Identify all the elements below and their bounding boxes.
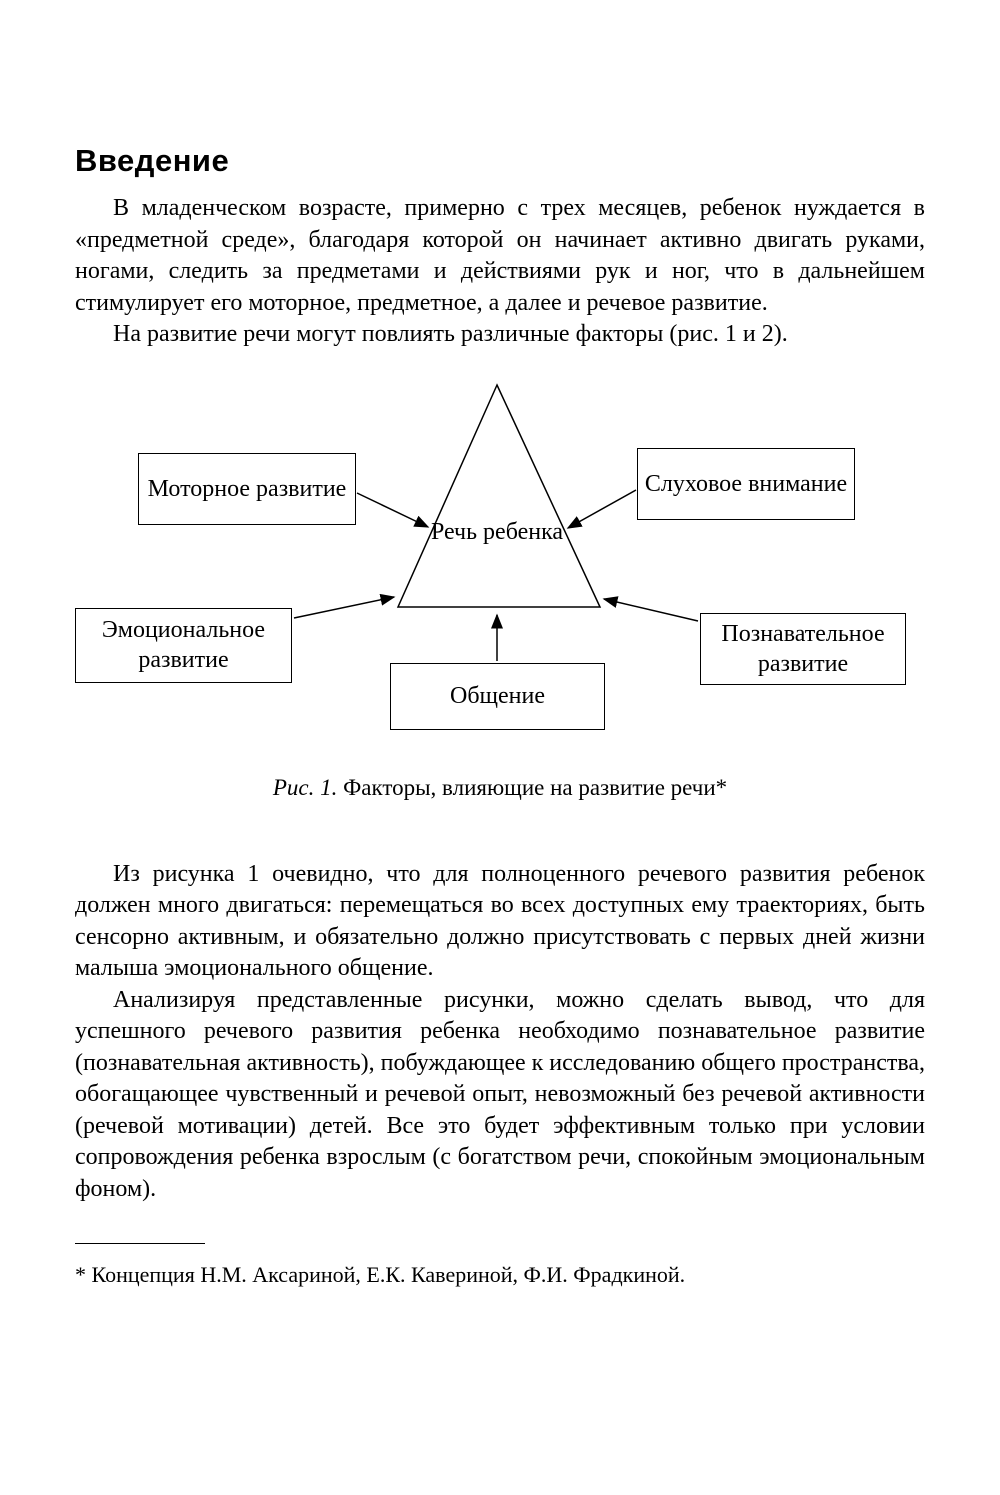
box-emotional-development: Эмоциональное развитие — [75, 607, 292, 683]
footnote-text: * Концепция Н.М. Аксариной, Е.К. Каверин… — [75, 1262, 686, 1287]
arrow-auditory-to-speech — [566, 488, 637, 529]
arrow-emotional-to-speech — [293, 593, 396, 619]
speech-triangle-shape — [396, 382, 602, 608]
paragraph-analysis-2: Анализируя представленные рисунки, можно… — [75, 986, 926, 1202]
paragraph-factors: На развитие речи могут повлиять различны… — [113, 321, 788, 347]
diagram-canvas — [293, 382, 699, 661]
paragraph-analysis-1: Из рисунка 1 очевидно, что для полноценн… — [75, 860, 925, 982]
bottom-text-block: Рис. 1. Факторы, влияющие на развитие ре… — [0, 773, 1000, 1291]
speech-triangle-label: Речь ребенка — [430, 518, 564, 545]
figure-1-diagram: Речь ребенка Моторное развитие Слуховое … — [0, 377, 1000, 733]
arrow-cognitive-to-speech — [602, 595, 699, 622]
page-title: Введение — [75, 143, 230, 178]
figure-caption-label: Рис. 1. — [272, 774, 338, 800]
box-auditory-attention: Слуховое внимание — [637, 447, 855, 520]
figure-caption-text: Факторы, влияющие на развитие речи* — [343, 774, 728, 800]
arrow-motor-to-speech — [356, 491, 430, 528]
box-communication: Общение — [390, 662, 605, 730]
paragraph-intro: В младенческом возрасте, примерно с трех… — [75, 195, 925, 316]
top-text-block: Введение В младенческом возрасте, пример… — [0, 0, 1000, 351]
box-motor-development: Моторное развитие — [138, 452, 356, 525]
footnote-rule — [75, 1243, 205, 1244]
figure-caption: Рис. 1. Факторы, влияющие на развитие ре… — [75, 773, 925, 803]
box-cognitive-development: Познавательное развитие — [700, 612, 906, 685]
